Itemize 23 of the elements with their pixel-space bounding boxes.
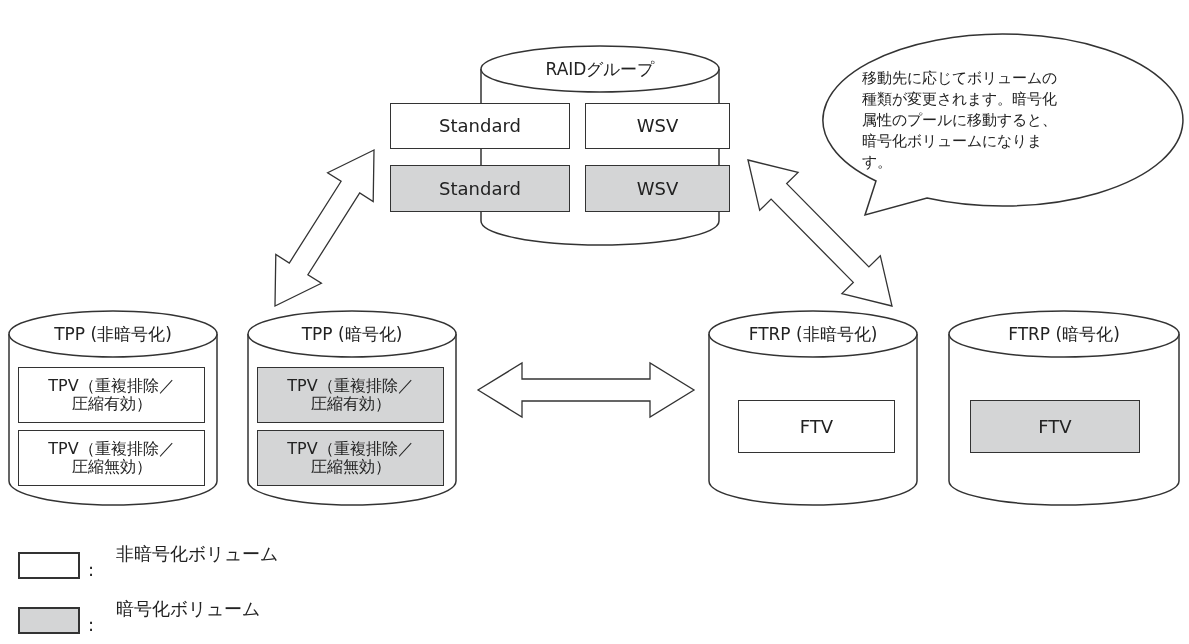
legend-text: 暗号化ボリューム <box>116 597 261 621</box>
volume-box: FTV <box>970 400 1140 453</box>
volume-box: WSV <box>585 165 730 212</box>
callout-text: 移動先に応じてボリュームの種類が変更されます。暗号化属性のプールに移動すると、暗号化ボリュームになります。 <box>862 68 1058 173</box>
legend-colon: : <box>88 561 95 579</box>
legend-text: 非暗号化ボリューム <box>116 542 279 566</box>
double-arrow <box>476 361 696 419</box>
volume-box: FTV <box>738 400 895 453</box>
volume-box: TPV（重複排除／圧縮有効） <box>18 367 205 423</box>
legend-colon: : <box>88 616 95 634</box>
volume-box: Standard <box>390 165 570 212</box>
volume-box: Standard <box>390 103 570 149</box>
volume-box: TPV（重複排除／圧縮有効） <box>257 367 444 423</box>
pool-label: RAIDグループ <box>544 59 656 79</box>
volume-box: WSV <box>585 103 730 149</box>
double-arrow <box>747 159 893 307</box>
volume-box: TPV（重複排除／圧縮無効） <box>18 430 205 486</box>
pool-label: FTRP (非暗号化) <box>747 324 879 344</box>
pool-label: TPP (暗号化) <box>300 324 404 344</box>
pool-label: FTRP (暗号化) <box>1007 324 1121 344</box>
volume-box: TPV（重複排除／圧縮無効） <box>257 430 444 486</box>
double-arrow <box>274 148 375 308</box>
pool-label: TPP (非暗号化) <box>53 324 173 344</box>
